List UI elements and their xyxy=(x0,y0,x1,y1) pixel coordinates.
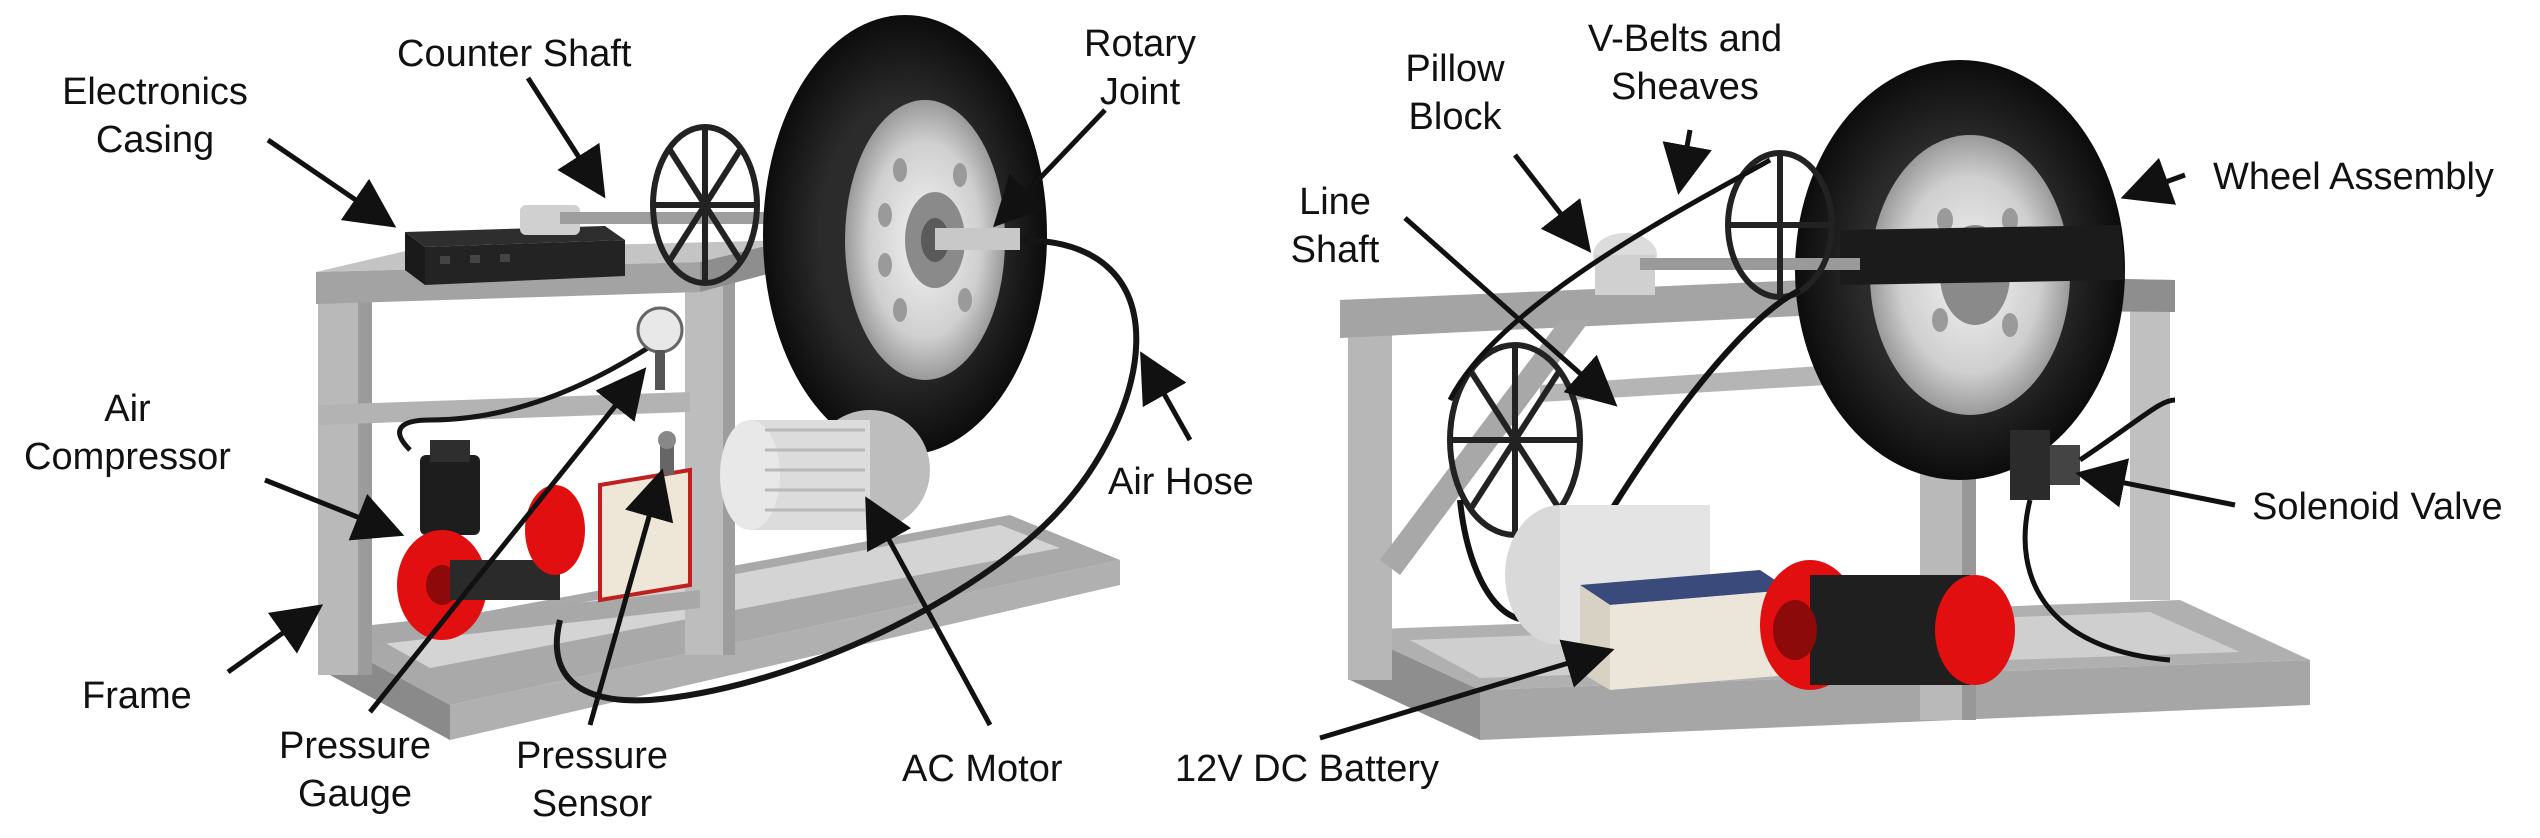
arrow-pillow-block xyxy=(1513,153,1592,253)
label-pressure-gauge: Pressure Gauge xyxy=(278,725,432,815)
label-vbelts-sheaves: V-Belts and Sheaves xyxy=(1587,18,1783,108)
arrow-solenoid-valve xyxy=(2075,458,2236,508)
right-sheaves xyxy=(1447,150,1835,538)
arrow-counter-shaft xyxy=(525,76,606,199)
air-compressor xyxy=(397,440,585,640)
left-assembly xyxy=(316,15,1140,740)
air-hose xyxy=(553,237,1140,704)
label-line-shaft: Line Shaft xyxy=(1290,181,1380,271)
solenoid-valve xyxy=(2010,397,2176,663)
label-frame: Frame xyxy=(82,675,192,717)
electronics-casing xyxy=(405,226,625,285)
left-sheave xyxy=(650,124,760,286)
arrow-ac-motor xyxy=(865,496,993,727)
arrow-wheel-assembly xyxy=(2120,157,2186,205)
label-ac-motor: AC Motor xyxy=(902,748,1063,790)
label-wheel-assembly: Wheel Assembly xyxy=(2213,156,2494,198)
battery xyxy=(1580,570,1790,690)
arrow-vbelts-sheaves xyxy=(1662,129,1712,195)
air-tank xyxy=(598,431,692,603)
label-air-hose: Air Hose xyxy=(1108,461,1254,503)
arrow-pressure-gauge xyxy=(368,367,647,714)
callout-arrows xyxy=(226,76,2236,741)
label-battery: 12V DC Battery xyxy=(1175,748,1439,790)
label-solenoid-valve: Solenoid Valve xyxy=(2252,486,2503,528)
rotary-joint xyxy=(935,228,1020,250)
label-pressure-sensor: Pressure Sensor xyxy=(515,735,669,825)
arrow-frame xyxy=(226,604,324,675)
arrow-air-hose xyxy=(1140,351,1193,442)
label-counter-shaft: Counter Shaft xyxy=(397,33,632,75)
dc-motor xyxy=(1760,560,2015,690)
pressure-gauge xyxy=(636,306,684,390)
right-assembly xyxy=(1340,60,2310,740)
arrow-pressure-sensor xyxy=(587,468,674,726)
arrow-rotary-joint xyxy=(993,108,1107,228)
arrow-electronics-casing xyxy=(266,137,397,228)
arrow-line-shaft xyxy=(1403,216,1618,407)
label-air-compressor: Air Compressor xyxy=(24,388,231,478)
label-pillow-block: Pillow Block xyxy=(1405,48,1505,138)
label-rotary-joint: Rotary Joint xyxy=(1084,23,1196,113)
ac-motor xyxy=(720,410,930,530)
label-electronics-casing: Electronics Casing xyxy=(62,71,248,161)
pillow-block xyxy=(1593,233,1860,295)
right-tire xyxy=(1795,60,2125,480)
arrow-battery xyxy=(1319,639,1615,741)
arrow-air-compressor xyxy=(264,477,405,541)
